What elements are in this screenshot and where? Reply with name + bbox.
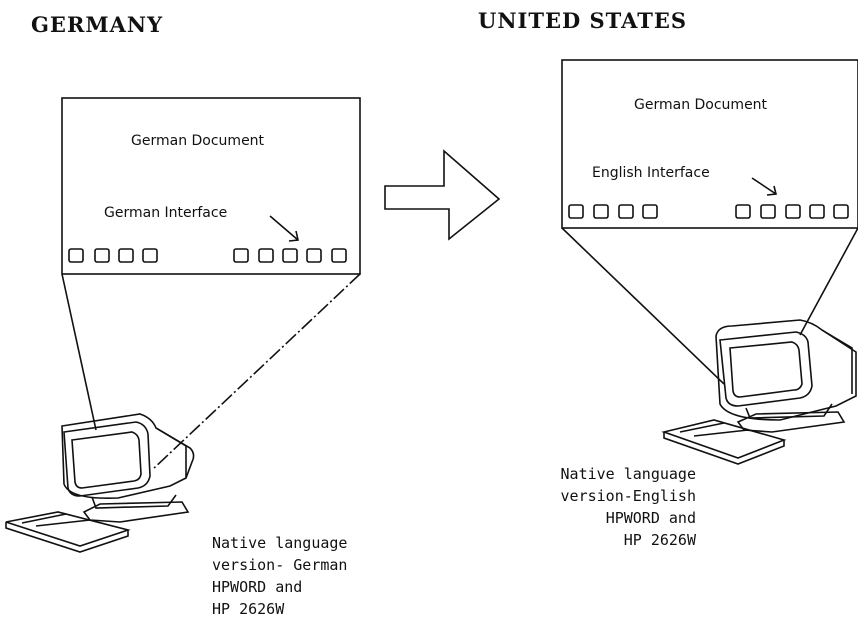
- germany-title: GERMANY: [31, 12, 164, 37]
- us-function-keys: [568, 204, 849, 219]
- caption-line: Native language: [560, 465, 696, 483]
- function-key: [809, 204, 825, 219]
- us-document-label: German Document: [634, 97, 768, 113]
- function-key: [118, 248, 134, 263]
- function-key: [760, 204, 776, 219]
- us-projection-line: [799, 227, 858, 336]
- germany-pointer-arrow-icon: [269, 215, 299, 242]
- function-key: [331, 248, 347, 263]
- us-projection-line: [561, 227, 725, 385]
- function-key: [94, 248, 110, 263]
- function-key: [306, 248, 322, 263]
- function-key: [568, 204, 584, 219]
- function-key: [593, 204, 609, 219]
- function-key: [642, 204, 658, 219]
- caption-line: version- German: [212, 556, 348, 574]
- germany-interface-label: German Interface: [104, 205, 228, 221]
- caption-line: HP 2626W: [623, 531, 696, 549]
- us-interface-label: English Interface: [592, 165, 710, 181]
- caption-line: Native language: [212, 534, 348, 552]
- us-terminal-icon: [661, 319, 857, 465]
- caption-line: HP 2626W: [212, 600, 285, 618]
- function-key: [618, 204, 634, 219]
- germany-function-keys: [68, 248, 347, 263]
- caption-line: version-English: [560, 487, 696, 505]
- caption-line: HPWORD and: [212, 578, 303, 596]
- function-key: [258, 248, 274, 263]
- function-key: [282, 248, 298, 263]
- united-states-title: UNITED STATES: [478, 8, 688, 33]
- germany-terminal-icon: [5, 413, 195, 553]
- function-key: [142, 248, 158, 263]
- us-pointer-arrow-icon: [751, 177, 777, 196]
- function-key: [68, 248, 84, 263]
- function-key: [785, 204, 801, 219]
- function-key: [735, 204, 751, 219]
- germany-projection-line: [61, 273, 97, 431]
- us-screen-panel: [561, 59, 858, 229]
- transfer-arrow-icon: [384, 149, 501, 241]
- germany-projection-line: [151, 273, 361, 471]
- function-key: [833, 204, 849, 219]
- caption-line: HPWORD and: [605, 509, 696, 527]
- germany-screen-panel: [61, 97, 361, 275]
- germany-document-label: German Document: [131, 133, 265, 149]
- function-key: [233, 248, 249, 263]
